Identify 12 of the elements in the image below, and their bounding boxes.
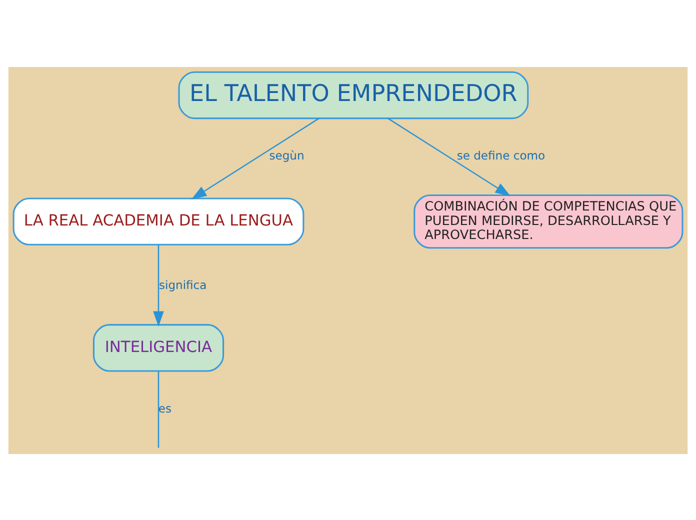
edge-label: se define como bbox=[456, 148, 546, 162]
node-box: LA REAL ACADEMIA DE LA LENGUA bbox=[12, 197, 304, 245]
edge-label: segùn bbox=[269, 148, 304, 162]
arrow bbox=[191, 117, 320, 199]
arrow bbox=[388, 117, 511, 196]
edge-label: es bbox=[158, 400, 172, 415]
node-box: INTELIGENCIA bbox=[92, 324, 224, 372]
connector bbox=[158, 370, 160, 448]
node-box: COMBINACIÓN DE COMPETENCIAS QUE PUEDEN MEDIRSE, DESARROLLARSE Y APROVECHARSE. bbox=[414, 194, 684, 248]
node-box: EL TALENTO EMPRENDEDOR bbox=[178, 70, 529, 119]
arrow bbox=[153, 244, 164, 326]
edge-label: significa bbox=[159, 278, 207, 292]
